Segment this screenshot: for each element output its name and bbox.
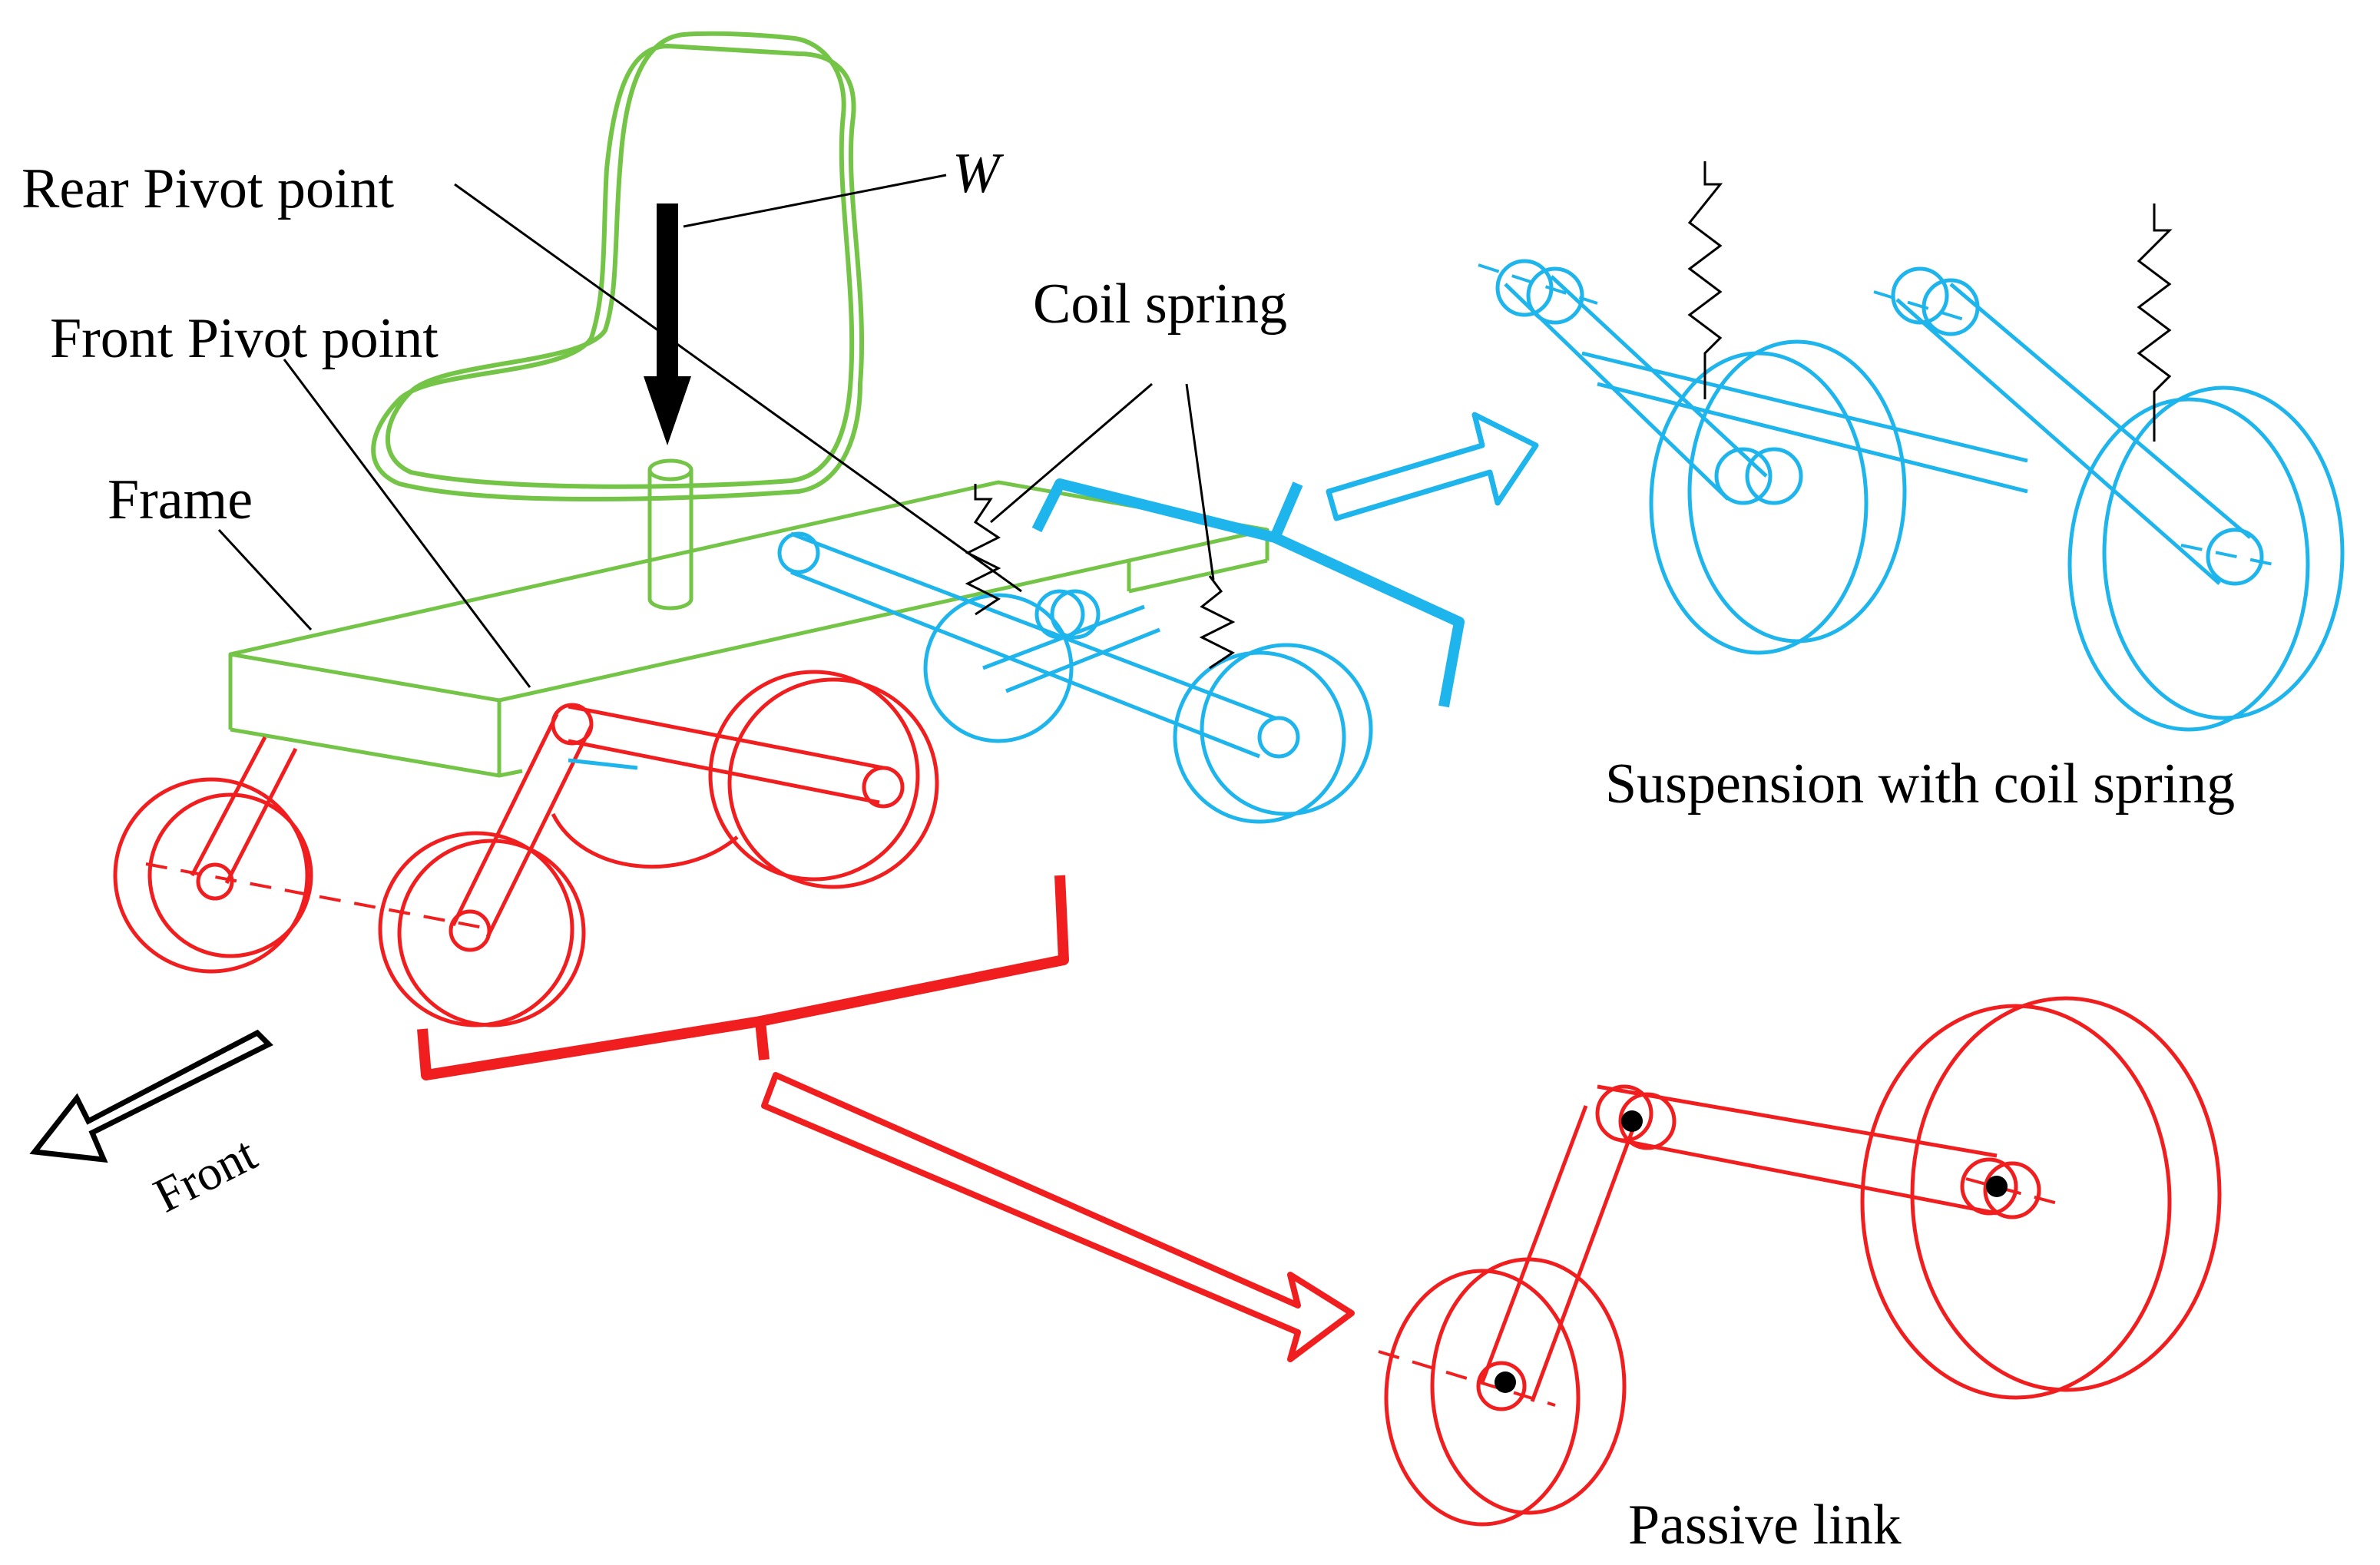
rear-pivot-label: Rear Pivot point [22,157,395,220]
front-label: Front [145,1126,265,1223]
coil-spring-label: Coil spring [1033,273,1287,336]
weight-label: W [952,142,1005,205]
seat [371,31,865,501]
passive-link-label: Passive link [1628,1494,1902,1557]
front-arrow-icon [29,1029,273,1163]
suspension-detail [1478,259,2345,732]
seat-post [647,458,693,610]
frame-label: Frame [108,468,253,531]
passive-link-arrow [761,1072,1355,1362]
suspension-arrow [1326,412,1539,521]
passive-link-on-chair [113,670,1069,1080]
leader-lines [217,174,1215,688]
passive-link-detail [1378,996,2222,1527]
load-arrow-icon [644,203,691,445]
coil-spring-on-chair [965,484,1236,670]
suspension-on-chair [568,478,1465,824]
suspension-label: Suspension with coil spring [1605,753,2235,816]
front-pivot-label: Front Pivot point [50,307,439,370]
coil-spring-detail [1687,161,2173,442]
frame [228,480,1269,778]
